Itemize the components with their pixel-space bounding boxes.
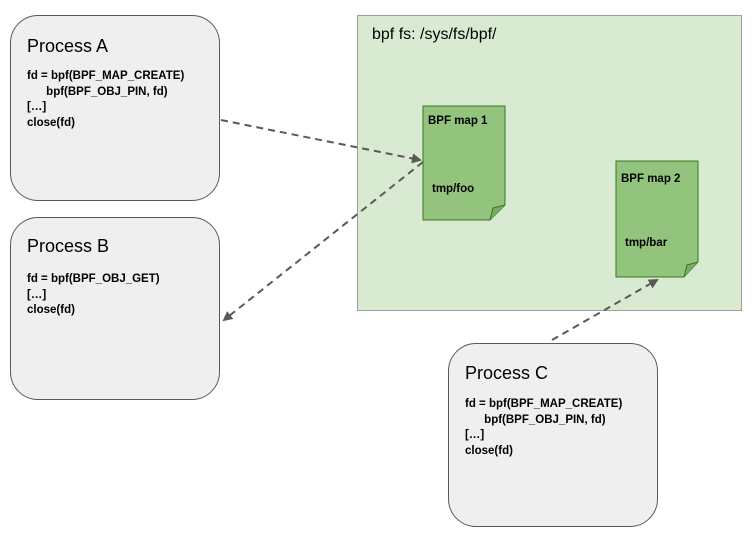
bpf-map-1-shape: [422, 105, 506, 221]
process-a-code: fd = bpf(BPF_MAP_CREATE) bpf(BPF_OBJ_PIN…: [27, 70, 185, 129]
process-b-code: fd = bpf(BPF_OBJ_GET) […] close(fd): [27, 273, 160, 316]
process-c-box: Process C fd = bpf(BPF_MAP_CREATE) bpf(B…: [448, 343, 658, 527]
process-c-title: Process C: [465, 363, 549, 383]
arrow-map-1-to-process-b: [222, 161, 424, 322]
process-a-box: Process A fd = bpf(BPF_MAP_CREATE) bpf(B…: [10, 15, 220, 201]
bpf-map-1-path: tmp/foo: [432, 183, 475, 195]
process-b-title: Process B: [27, 236, 110, 256]
bpf-map-1-name: BPF map 1: [428, 115, 488, 127]
arrow-process-c-to-map-2: [551, 279, 659, 341]
bpf-map-2-name: BPF map 2: [621, 173, 681, 185]
process-c-code: fd = bpf(BPF_MAP_CREATE) bpf(BPF_OBJ_PIN…: [465, 398, 623, 457]
bpf-fs-title: bpf fs: /sys/fs/bpf/: [372, 26, 497, 43]
arrow-process-a-to-map-1: [220, 119, 422, 164]
process-b-box: Process B fd = bpf(BPF_OBJ_GET) […] clos…: [10, 217, 220, 400]
bpf-map-2-path: tmp/bar: [625, 237, 668, 249]
bpf-map-2-shape: [615, 160, 699, 278]
process-a-title: Process A: [27, 36, 109, 56]
